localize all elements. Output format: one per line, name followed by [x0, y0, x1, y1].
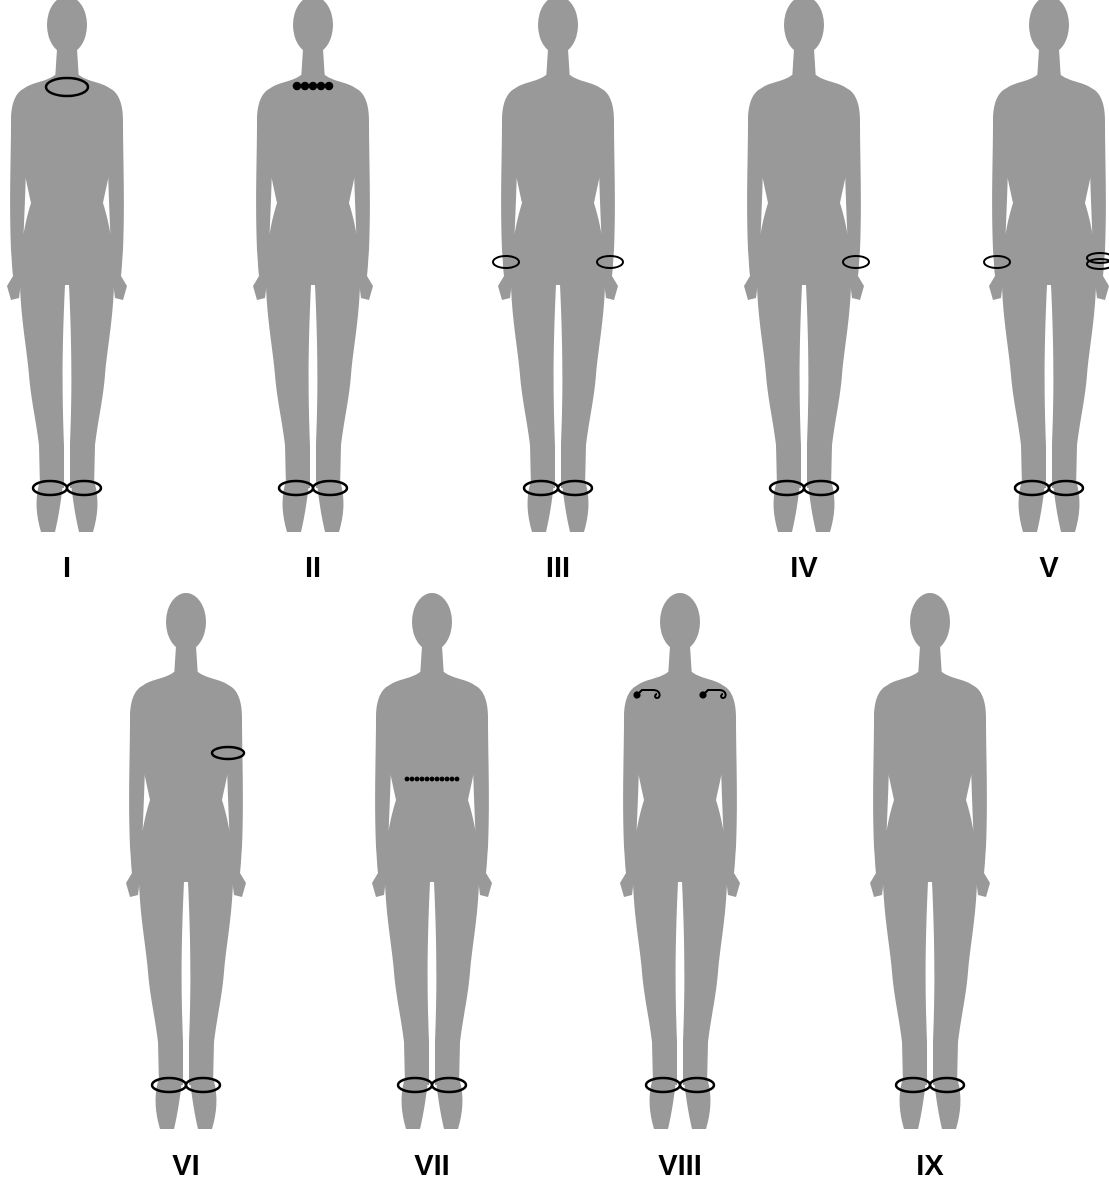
figure-8 — [620, 593, 740, 1129]
figure-label: IV — [790, 552, 818, 584]
figure-label: III — [546, 552, 570, 584]
figure-label: VII — [414, 1150, 449, 1182]
necklace-bead — [317, 82, 326, 91]
body-silhouette — [126, 593, 246, 1129]
waist-bead — [410, 777, 415, 782]
body-silhouette — [620, 593, 740, 1129]
figure-label: VIII — [658, 1150, 702, 1182]
waist-bead — [440, 777, 445, 782]
waist-bead — [425, 777, 430, 782]
necklace-bead — [309, 82, 318, 91]
necklace-bead — [293, 82, 302, 91]
body-silhouette — [253, 0, 373, 532]
figure-5 — [984, 0, 1109, 532]
waist-bead — [450, 777, 455, 782]
body-silhouette — [870, 593, 990, 1129]
figure-3 — [493, 0, 623, 532]
necklace-bead — [325, 82, 334, 91]
figure-label: I — [63, 552, 71, 584]
waist-bead — [415, 777, 420, 782]
body-silhouette — [7, 0, 127, 532]
figure-4 — [744, 0, 869, 532]
figure-9 — [870, 593, 990, 1129]
figure-label: IX — [916, 1150, 944, 1182]
waist-bead — [455, 777, 460, 782]
necklace-bead — [301, 82, 310, 91]
waist-bead — [445, 777, 450, 782]
figure-label: V — [1039, 552, 1059, 584]
waist-bead — [405, 777, 410, 782]
figure-2 — [253, 0, 373, 532]
figure-1 — [7, 0, 127, 532]
waist-bead — [435, 777, 440, 782]
figure-label: VI — [172, 1150, 199, 1182]
waist-bead — [430, 777, 435, 782]
body-silhouette — [372, 593, 492, 1129]
figure-7 — [372, 593, 492, 1129]
figure-6 — [126, 593, 246, 1129]
waist-bead — [420, 777, 425, 782]
figure-label: II — [305, 552, 321, 584]
